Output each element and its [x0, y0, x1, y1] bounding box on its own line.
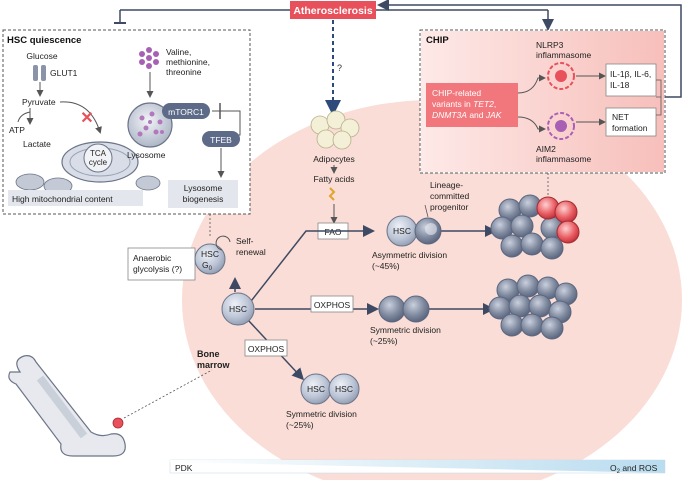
svg-text:HSC: HSC: [393, 226, 411, 236]
adipocytes-label: Adipocytes: [313, 154, 355, 164]
amino-acid-cluster-icon: [139, 47, 159, 69]
methionine-label: methionine,: [166, 57, 210, 67]
hsc-central-cell: [221, 292, 255, 326]
svg-text:HSC: HSC: [335, 384, 353, 394]
aim2-inflammasome-icon: [547, 112, 575, 140]
fatty-acids-label: Fatty acids: [313, 174, 354, 184]
svg-text:committed: committed: [430, 191, 469, 201]
svg-text:biogenesis: biogenesis: [183, 194, 224, 204]
mitochondrion-small-icon: [15, 173, 45, 191]
svg-text:renewal: renewal: [236, 247, 266, 257]
svg-text:IL-18: IL-18: [610, 80, 630, 90]
sym-mid-cell-1: [378, 295, 406, 323]
atherosclerosis-box: [290, 1, 376, 19]
o2-ros-label: O2 and ROS: [610, 463, 658, 475]
cycle-label: cycle: [89, 158, 108, 167]
mtorc1-badge: [162, 103, 210, 119]
blocked-x-icon: ✕: [80, 110, 93, 127]
bone-marrow-label: Bone: [197, 349, 220, 359]
sym-low-cell-2: [328, 373, 360, 405]
cytokines-box: [605, 63, 657, 97]
svg-text:HSC: HSC: [307, 384, 325, 394]
oxphos-mid-label: OXPHOS: [314, 300, 351, 310]
net-box: [605, 107, 657, 137]
glut1-transporter-icon: [33, 65, 38, 81]
hsc-g0-label: HSC: [201, 249, 219, 259]
tca-label: TCA: [90, 149, 107, 158]
self-renewal-label: Self-: [236, 236, 254, 246]
lactate-label: Lactate: [23, 139, 51, 149]
sym-mid-label: Symmetric division: [370, 325, 441, 335]
nlrp3-inflammasome-icon: [547, 62, 575, 90]
asym-label: Asymmetric division: [372, 250, 447, 260]
mito-content-box: [8, 190, 143, 206]
svg-text:inflammasome: inflammasome: [536, 50, 592, 60]
oxphos-low-box: [244, 339, 288, 357]
fao-path-arrow: [247, 225, 375, 306]
oxphos-low-label: OXPHOS: [248, 344, 285, 354]
svg-text:glycolysis (?): glycolysis (?): [133, 264, 182, 274]
glut1-label: GLUT1: [50, 68, 78, 78]
gradient-bar: [170, 460, 665, 473]
lineage-cell-cluster: [490, 194, 580, 260]
atherosclerosis-label: Atherosclerosis: [293, 5, 373, 17]
nlrp3-label: NLRP3: [536, 40, 564, 50]
self-renewal-arrow: [215, 235, 231, 251]
hsc-central-label: HSC: [229, 304, 247, 314]
chip-variants-line3: DNMT3A and JAK: [432, 110, 502, 120]
sym-mid-cell-2: [402, 295, 430, 323]
lysosome-label: Lysosome: [127, 150, 166, 160]
svg-text:formation: formation: [612, 123, 648, 133]
chip-variants-line2: variants in TET2,: [432, 99, 496, 109]
chip-title: CHIP: [426, 35, 449, 46]
pyruvate-label: Pyruvate: [22, 97, 56, 107]
quiescence-title: HSC quiescence: [7, 35, 81, 46]
valine-label: Valine,: [166, 47, 191, 57]
bone-icon: [8, 355, 126, 457]
oxphos-mid-box: [310, 295, 354, 313]
question-mark: ?: [337, 63, 342, 73]
pdk-label: PDK: [175, 463, 193, 473]
chip-variants-label: CHIP-related: [432, 88, 481, 98]
hsc-g0-cell: [194, 243, 226, 275]
mtorc1-label: mTORC1: [168, 107, 204, 117]
lysosome-biogenesis-label: Lysosome: [184, 183, 223, 193]
svg-text:marrow: marrow: [197, 360, 231, 370]
anaerobic-label: Anaerobic: [133, 253, 172, 263]
tfeb-badge: [202, 131, 240, 147]
svg-text:inflammasome: inflammasome: [536, 154, 592, 164]
svg-text:(~45%): (~45%): [372, 261, 400, 271]
anaerobic-box: [127, 247, 196, 281]
threonine-label: threonine: [166, 67, 202, 77]
fatty-acid-icon: [328, 187, 336, 201]
atp-label: ATP: [9, 125, 25, 135]
chip-variants-box: [426, 83, 518, 127]
cytokines-label: IL-1β, IL-6,: [610, 69, 651, 79]
net-label: NET: [612, 112, 629, 122]
fao-label: FAO: [324, 227, 341, 237]
sym-low-label: Symmetric division: [286, 409, 357, 419]
svg-text:(~25%): (~25%): [286, 420, 314, 430]
symmetric-cell-cluster: [488, 274, 578, 340]
svg-text:(~25%): (~25%): [370, 336, 398, 346]
mito-content-label: High mitochondrial content: [12, 194, 113, 204]
chip-to-atherosclerosis-arrow: [377, 0, 682, 98]
glucose-label: Glucose: [26, 51, 57, 61]
lineage-label: Lineage-: [430, 180, 463, 190]
lysosome-biogenesis-box: [168, 180, 238, 208]
aim2-label: AIM2: [536, 144, 556, 154]
svg-text:progenitor: progenitor: [430, 202, 468, 212]
g0-label: G0: [202, 260, 213, 272]
adipocyte-cluster-icon: [310, 110, 360, 150]
tfeb-label: TFEB: [210, 135, 232, 145]
